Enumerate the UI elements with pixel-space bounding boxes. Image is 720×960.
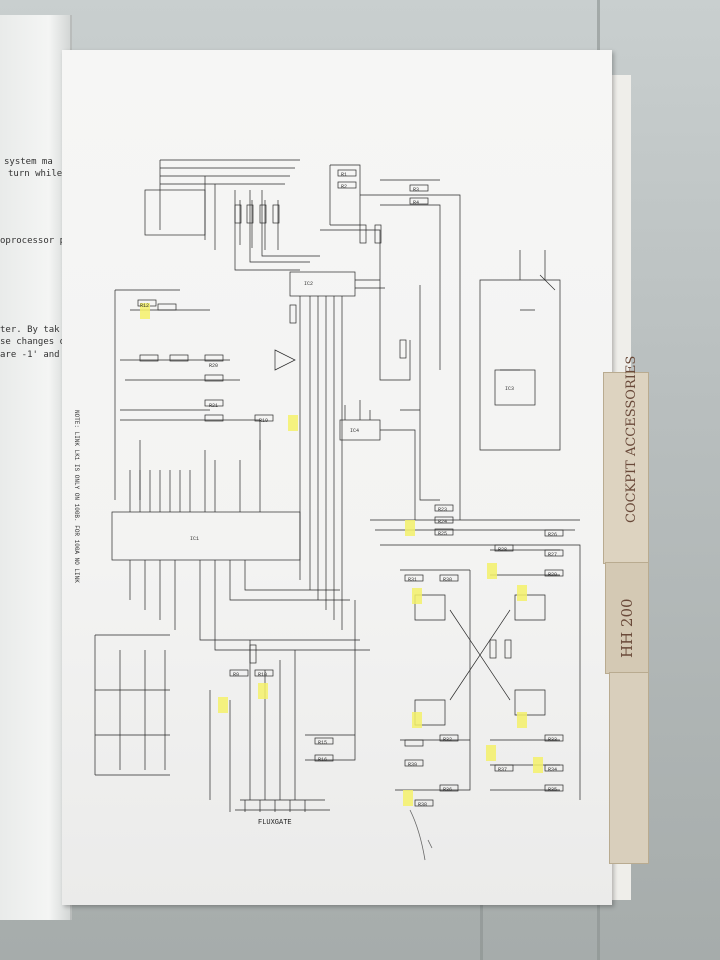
resistor-label: R37 bbox=[498, 767, 507, 773]
resistor-label: R33 bbox=[548, 737, 557, 743]
left-page-line: are -1' and bbox=[0, 350, 60, 360]
resistor-label: R28 bbox=[498, 547, 507, 553]
highlight-mark bbox=[486, 745, 496, 761]
resistor-label: R10 bbox=[258, 672, 267, 678]
resistor-label: R2 bbox=[341, 184, 347, 190]
left-page-line: turn while m bbox=[8, 169, 74, 179]
resistor-label: R36 bbox=[443, 787, 452, 793]
table-seam bbox=[480, 890, 483, 960]
resistor-label: R20 bbox=[209, 363, 218, 369]
fluxgate-connector-label: FLUXGATE bbox=[258, 819, 292, 827]
highlight-mark bbox=[258, 683, 268, 699]
highlight-mark bbox=[405, 520, 415, 536]
resistor-label: R24 bbox=[438, 519, 447, 525]
schematic-wires bbox=[94, 159, 581, 812]
left-page-line: ter. By tak bbox=[0, 325, 60, 335]
resistor-label: R38 bbox=[418, 802, 427, 808]
resistor-label: R12 bbox=[140, 303, 149, 309]
resistor-label: R21 bbox=[209, 403, 218, 409]
highlight-mark bbox=[403, 790, 413, 806]
resistor-label: R4 bbox=[413, 200, 419, 206]
resistor-label: R30 bbox=[443, 577, 452, 583]
resistor-label: R29 bbox=[548, 572, 557, 578]
highlight-mark bbox=[140, 303, 150, 319]
resistor-label: R34 bbox=[548, 767, 557, 773]
resistor-label: R31 bbox=[408, 577, 417, 583]
highlight-mark bbox=[533, 757, 543, 773]
tab-hh-200[interactable]: HH 200 bbox=[605, 562, 649, 674]
resistor-label: R35 bbox=[548, 787, 557, 793]
left-book-page: system ma turn while m oprocessor pr ter… bbox=[0, 15, 74, 920]
ic-label: IC2 bbox=[304, 281, 313, 287]
resistor-label: R1 bbox=[341, 172, 347, 178]
resistor-label: R16 bbox=[318, 757, 327, 763]
highlight-mark bbox=[412, 588, 422, 604]
schematic-page bbox=[62, 50, 612, 905]
resistor-label: R3 bbox=[413, 187, 419, 193]
highlight-mark bbox=[218, 697, 228, 713]
resistor-label: R25 bbox=[438, 531, 447, 537]
left-page-line: system ma bbox=[4, 157, 53, 167]
highlight-mark bbox=[517, 712, 527, 728]
ic-label: IC1 bbox=[190, 536, 199, 542]
resistor-label: R15 bbox=[318, 740, 327, 746]
pencil-annotation bbox=[409, 809, 433, 861]
resistor-label: R19 bbox=[259, 418, 268, 424]
resistor-label: R23 bbox=[438, 507, 447, 513]
link-note: NOTE: LINK LK1 IS ONLY ON 100B. FOR 100A… bbox=[73, 410, 80, 583]
highlight-mark bbox=[517, 585, 527, 601]
highlight-mark bbox=[487, 563, 497, 579]
resistor-label: R27 bbox=[548, 552, 557, 558]
highlight-mark bbox=[412, 712, 422, 728]
ic-label: IC3 bbox=[505, 386, 514, 392]
left-page-line: se changes o bbox=[0, 337, 66, 347]
tab-blank bbox=[609, 672, 649, 864]
schematic-labels: IC2 IC1 IC3 IC4 R20 R21 R19 R12 R1 R2 R3… bbox=[73, 172, 557, 827]
tab-cockpit-accessories[interactable]: COCKPIT ACCESSORIES bbox=[603, 356, 649, 564]
index-tabs: COCKPIT ACCESSORIES HH 200 bbox=[603, 356, 651, 864]
resistor-label: R26 bbox=[548, 532, 557, 538]
resistor-label: R9 bbox=[233, 672, 239, 678]
left-page-line: oprocessor pr bbox=[0, 236, 71, 246]
highlight-mark bbox=[288, 415, 298, 431]
ic-label: IC4 bbox=[350, 428, 359, 434]
resistor-label: R32 bbox=[443, 737, 452, 743]
highlight-marks bbox=[140, 303, 543, 806]
resistor-label: R39 bbox=[408, 762, 417, 768]
